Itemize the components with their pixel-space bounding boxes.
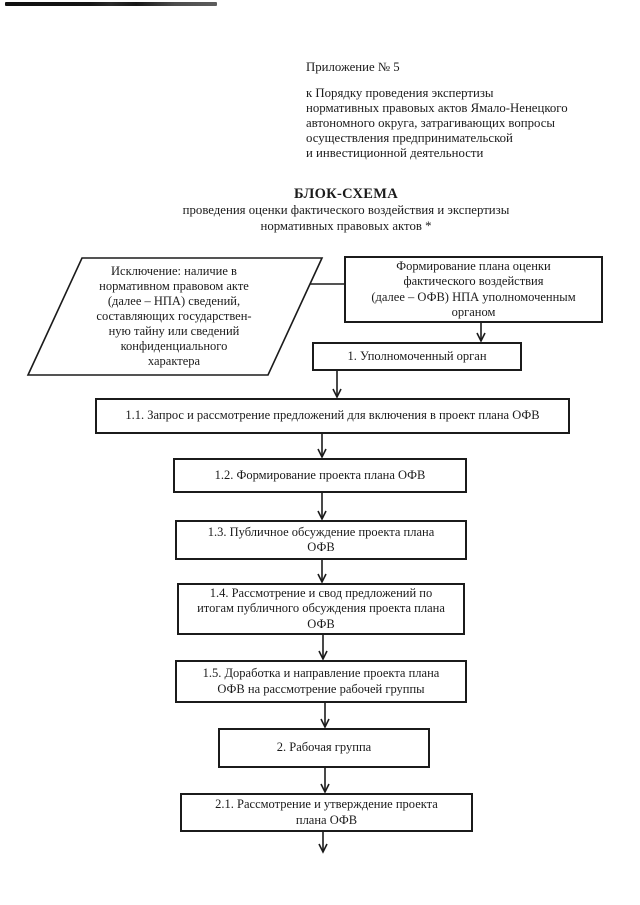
appendix-header: Приложение № 5 к Порядку проведения эксп… bbox=[306, 60, 606, 161]
arrow-2-1-down bbox=[318, 832, 328, 854]
title-block: БЛОК-СХЕМА проведения оценки фактическог… bbox=[52, 186, 640, 234]
flow-node-1-2: 1.2. Формирование проекта плана ОФВ bbox=[173, 458, 467, 493]
arrow-2-to-2-1 bbox=[320, 768, 330, 794]
flow-node-1: 1. Уполномоченный орган bbox=[312, 342, 522, 371]
arrow-1-5-to-2 bbox=[320, 703, 330, 729]
flow-node-1-3: 1.3. Публичное обсуждение проекта плана … bbox=[175, 520, 467, 560]
appendix-number: Приложение № 5 bbox=[306, 60, 400, 74]
arrow-1-3-to-1-4 bbox=[317, 560, 327, 584]
arrow-1-2-to-1-3 bbox=[317, 493, 327, 521]
page-title: БЛОК-СХЕМА bbox=[293, 186, 399, 202]
flow-node-2: 2. Рабочая группа bbox=[218, 728, 430, 768]
flow-node-1-4: 1.4. Рассмотрение и свод предложений по … bbox=[177, 583, 465, 635]
arrow-plan-to-1 bbox=[476, 322, 486, 343]
flow-node-2-1: 2.1. Рассмотрение и утверждение проекта … bbox=[180, 793, 473, 832]
scan-artifact-bar bbox=[5, 2, 217, 6]
order-reference: к Порядку проведения экспертизы норматив… bbox=[306, 86, 568, 160]
flow-node-plan-formation: Формирование плана оценки фактического в… bbox=[344, 256, 603, 323]
arrow-1-1-to-1-2 bbox=[317, 434, 327, 459]
arrow-1-to-1-1 bbox=[332, 371, 342, 399]
arrow-1-4-to-1-5 bbox=[318, 635, 328, 661]
flow-node-1-5: 1.5. Доработка и направление проекта пла… bbox=[175, 660, 467, 703]
flow-node-1-1: 1.1. Запрос и рассмотрение предложений д… bbox=[95, 398, 570, 434]
page-subtitle: проведения оценки фактического воздейств… bbox=[182, 203, 510, 233]
flow-node-exception: Исключение: наличие в нормативном правов… bbox=[96, 263, 252, 368]
